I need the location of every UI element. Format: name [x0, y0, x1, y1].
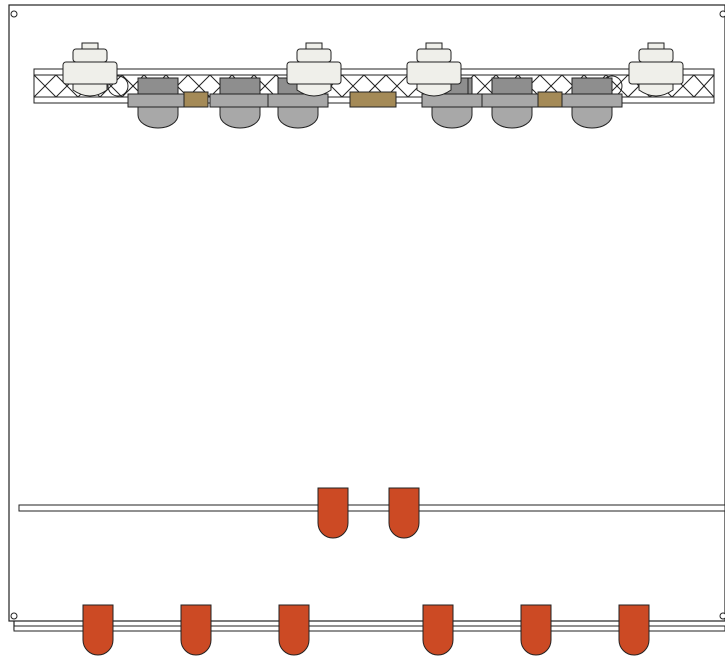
bottom-pipe-bar	[13, 625, 725, 632]
spot-fixtures	[62, 42, 684, 97]
corner-marker-top-left	[10, 10, 18, 18]
gray-fixture-body	[209, 93, 271, 108]
brown-panel	[183, 91, 209, 108]
corner-marker-top-right	[719, 10, 725, 18]
spot-fixture	[286, 42, 342, 97]
truss-brace	[671, 74, 695, 98]
red-fixture	[317, 487, 349, 539]
gray-fixture-top	[219, 77, 261, 95]
gray-fixture-body	[481, 93, 543, 108]
gray-fixture-lens	[219, 106, 261, 129]
truss-brace	[99, 74, 123, 98]
spot-fixture-cap	[81, 42, 99, 50]
bottom-pipe	[13, 604, 725, 656]
spot-fixture-yoke	[286, 61, 342, 85]
bottom-pipe-red-fixtures	[82, 604, 650, 656]
truss-clamp	[107, 75, 129, 97]
truss-brace	[693, 74, 715, 98]
corner-marker-bottom-right	[719, 612, 725, 620]
spot-fixture-base	[296, 83, 332, 97]
gray-fixture-top	[491, 77, 533, 95]
spot-fixture-yoke	[628, 61, 684, 85]
gray-fixture-top	[571, 77, 613, 95]
spot-fixture	[628, 42, 684, 97]
middle-pipe-red-fixtures	[317, 487, 420, 539]
spot-fixture-head	[72, 48, 108, 63]
spot-fixture-base	[638, 83, 674, 97]
truss-brace	[341, 74, 365, 98]
spot-fixture-cap	[647, 42, 665, 50]
gray-fixture-lens	[277, 106, 319, 129]
red-fixture	[520, 604, 552, 656]
gray-fixture-body	[561, 93, 623, 108]
gray-fixture-top	[137, 77, 179, 95]
brown-panels	[183, 91, 563, 108]
red-fixture	[422, 604, 454, 656]
spot-fixture-cap	[425, 42, 443, 50]
spot-fixture-base	[72, 83, 108, 97]
spot-fixture-cap	[305, 42, 323, 50]
red-fixture	[618, 604, 650, 656]
stage-border	[8, 4, 725, 622]
truss-brace	[33, 74, 57, 98]
corner-marker-bottom-left	[10, 612, 18, 620]
spot-fixture-head	[416, 48, 452, 63]
spot-fixture-yoke	[406, 61, 462, 85]
gray-fixture-lens	[571, 106, 613, 129]
red-fixture	[278, 604, 310, 656]
middle-pipe-bar	[18, 504, 725, 512]
gray-fixture-body	[127, 93, 189, 108]
corner-markers	[10, 10, 725, 620]
gray-wash-fixture	[127, 77, 189, 129]
red-fixture	[180, 604, 212, 656]
spot-fixture-head	[296, 48, 332, 63]
gray-wash-fixture	[209, 77, 271, 129]
brown-panel	[537, 91, 563, 108]
red-fixture	[82, 604, 114, 656]
gray-fixture-lens	[137, 106, 179, 129]
gray-wash-fixture	[481, 77, 543, 129]
spot-fixture	[62, 42, 118, 97]
spot-fixture	[406, 42, 462, 97]
red-fixture	[388, 487, 420, 539]
brown-panel	[349, 91, 397, 108]
gray-fixture-lens	[491, 106, 533, 129]
spot-fixture-base	[416, 83, 452, 97]
spot-fixture-yoke	[62, 61, 118, 85]
spot-fixture-head	[638, 48, 674, 63]
gray-fixture-lens	[431, 106, 473, 129]
middle-pipe	[18, 487, 725, 539]
